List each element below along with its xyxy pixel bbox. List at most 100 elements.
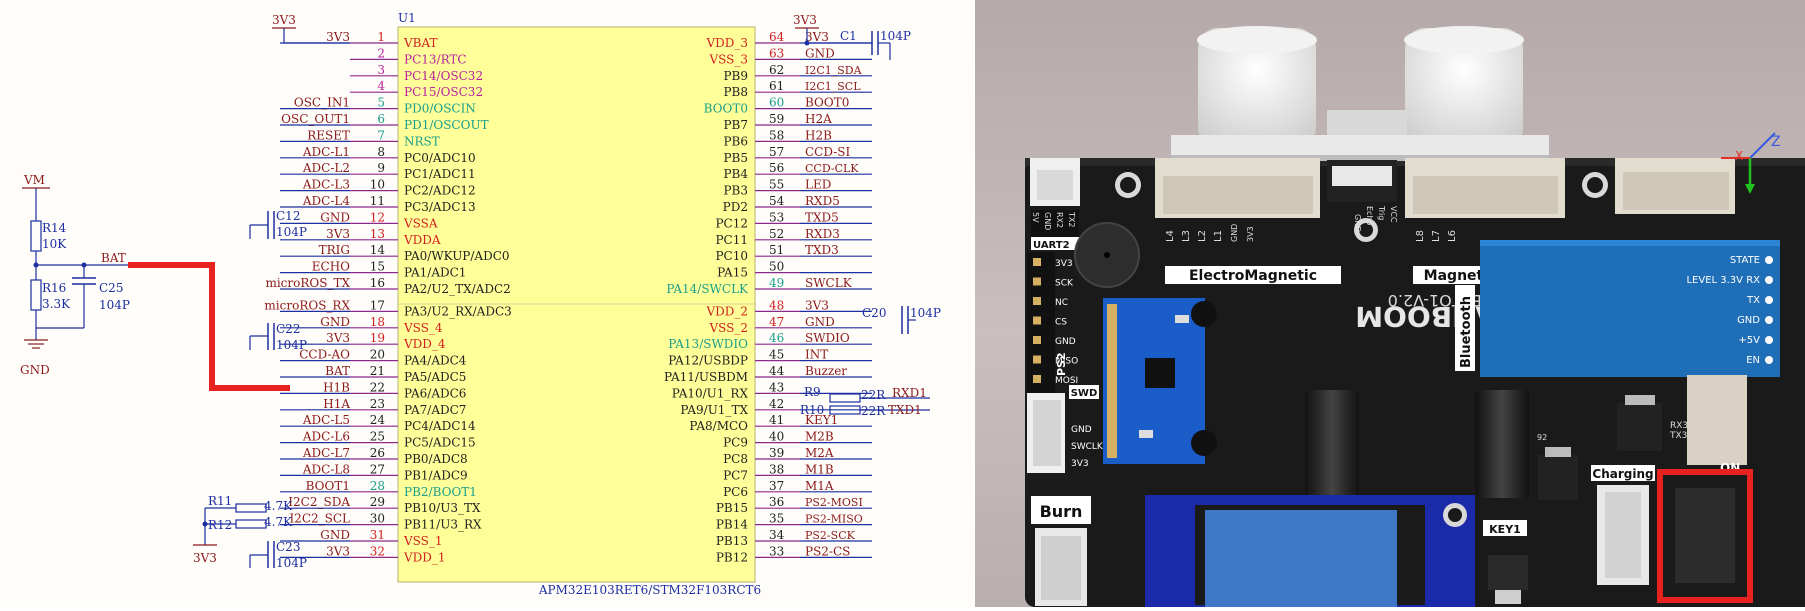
c1-value: 104P [880, 29, 911, 43]
pin-number: 2 [377, 46, 385, 60]
regulator-top [1617, 403, 1662, 451]
pin-name: VDD_1 [403, 550, 446, 564]
c20-ref: C20 [862, 306, 886, 320]
pin-number: 10 [370, 178, 385, 192]
net-label: PS2-CS [805, 544, 850, 558]
net-label: ADC-L1 [302, 145, 350, 159]
bluetooth-pin-label: TX [1746, 295, 1760, 306]
top-connectors [1030, 158, 1735, 218]
vbat-power-net: 3V3 [272, 13, 350, 44]
ps2-pin-pad [1033, 277, 1041, 286]
ps2-pin-pad [1033, 336, 1041, 344]
net-label: TXD3 [805, 243, 839, 257]
pin-name: PC12 [715, 216, 748, 230]
rxd1-net: RXD1 [892, 386, 927, 400]
pin-name: PA2/U2_TX/ADC2 [404, 282, 511, 296]
bluetooth-pin: STATE [1730, 255, 1773, 266]
net-label: ADC-L3 [302, 178, 350, 192]
pin-number: 18 [370, 315, 385, 329]
net-label: GND [805, 46, 835, 60]
net-label: M1A [805, 479, 834, 493]
r16-value: 3.3K [42, 297, 71, 311]
net-label: I2C1_SCL [805, 80, 861, 93]
board-render: GND Echo Trig VCC 5V GND RX2 TX2 UART2 L… [975, 0, 1805, 607]
pin-name: PA13/SWDIO [668, 337, 748, 351]
em-right-l7: L7 [1431, 230, 1442, 242]
pin-number: 13 [370, 227, 385, 241]
em-left-l2: L2 [1197, 230, 1208, 242]
pin-number: 40 [769, 430, 784, 444]
pin-name: PC10 [715, 249, 748, 263]
ps2-pin-pad [1033, 316, 1041, 325]
charging-label: Charging [1592, 467, 1653, 481]
ps2-pin-pad [1033, 355, 1041, 364]
r9-ref: R9 [804, 385, 821, 399]
bluetooth-pin: +5V [1738, 335, 1773, 346]
battery-voltage-divider: VM R14 10K R16 3.3K C25 104P BAT GND [20, 173, 130, 377]
pin-name: PA8/MCO [689, 419, 748, 433]
net-label: I2C1_SDA [805, 64, 863, 77]
ps2-pin-label: NC [1055, 298, 1068, 308]
pin-name: PA4/ADC4 [404, 354, 467, 368]
imu-module [1103, 298, 1217, 464]
pin-number: 14 [370, 243, 386, 257]
pin-name: PA0/WKUP/ADC0 [404, 249, 510, 263]
pin-number: 52 [769, 227, 784, 241]
pin-name: PB6 [723, 134, 748, 148]
ps2-pin-label: CS [1055, 318, 1067, 328]
net-label: 3V3 [326, 331, 350, 345]
pin-number: 45 [769, 348, 784, 362]
r12-value: 4.7K [264, 515, 293, 529]
em-left-l4: L4 [1165, 230, 1176, 242]
bluetooth-pin-pad [1765, 296, 1773, 304]
txd1-net: TXD1 [888, 403, 922, 417]
q2-label: 92 [1537, 433, 1547, 442]
pin-number: 62 [769, 63, 784, 77]
pin-name: PA9/U1_TX [680, 403, 748, 417]
r11-ref: R11 [208, 494, 232, 508]
top-right-decoupling: 3V3 C1 104P [793, 13, 911, 60]
pin-name: PD1/OSCOUT [404, 118, 489, 132]
bluetooth-label: Bluetooth [1459, 296, 1474, 368]
pin-number: 55 [769, 178, 784, 192]
bat-net-label: BAT [101, 251, 126, 265]
pin-number: 29 [370, 495, 385, 509]
net-label: PS2-MISO [805, 513, 863, 526]
pin-number: 60 [769, 96, 784, 110]
uart2-pin-rx2: RX2 [1055, 212, 1064, 228]
pin-name: PB5 [723, 151, 748, 165]
ps2-pin-label: GND [1055, 337, 1076, 347]
pin-name: PB0/ADC8 [404, 452, 468, 466]
net-label: KEY1 [805, 413, 838, 427]
pin-name: PA1/ADC1 [404, 266, 466, 280]
axis-z-label: Z [1771, 134, 1781, 150]
pin-name: VSS_4 [403, 321, 443, 335]
sonar-pin-echo: Echo [1365, 206, 1374, 226]
pin-number: 8 [377, 145, 385, 159]
bluetooth-module: Bluetooth [1455, 240, 1780, 377]
em-left-l3: L3 [1181, 230, 1192, 242]
axis-x-label: X [1735, 149, 1743, 163]
r11-value: 4.7K [264, 499, 293, 513]
net-label: 3V3 [805, 30, 829, 44]
net-label: M2A [805, 446, 834, 460]
bluetooth-pin: LEVEL 3.3V RX [1686, 275, 1773, 286]
net-label: OSC_OUT1 [281, 112, 350, 126]
pin-number: 42 [769, 397, 784, 411]
em-right-l8: L8 [1415, 230, 1426, 242]
r14-ref: R14 [42, 221, 67, 235]
c22-ref: C22 [276, 322, 300, 336]
